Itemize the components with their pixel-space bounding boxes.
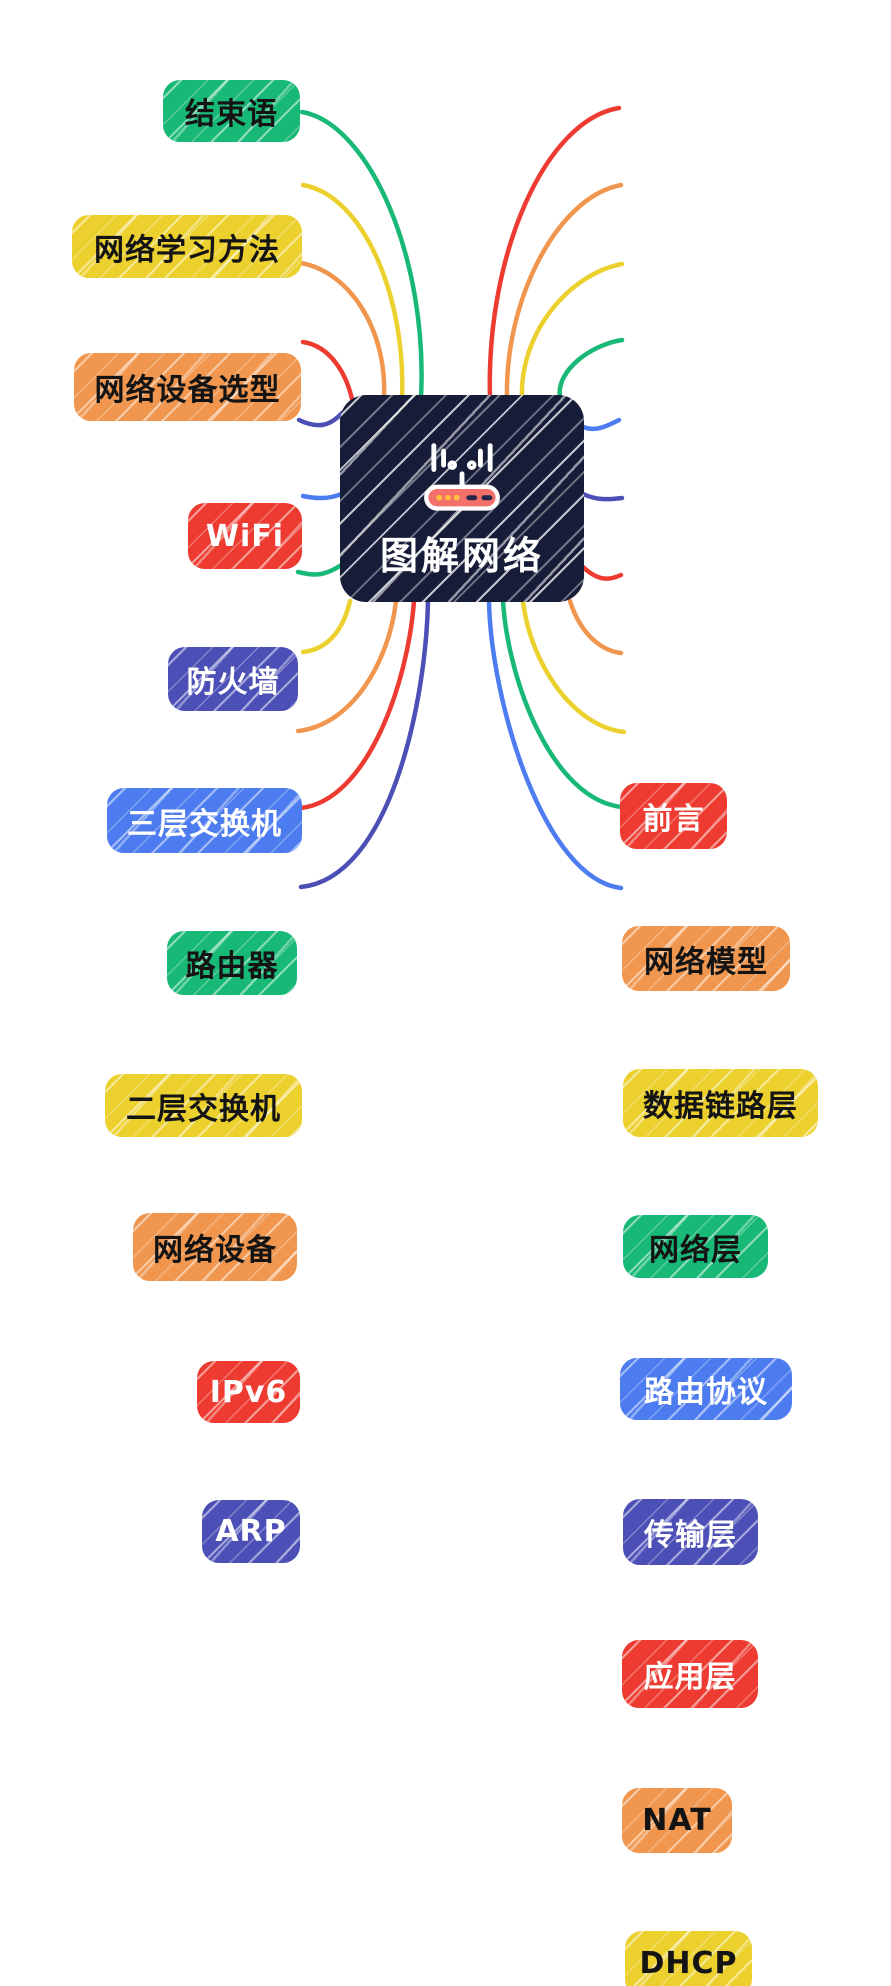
connector-nat xyxy=(567,598,624,656)
topic-node-device-selection[interactable]: 网络设备选型 xyxy=(74,353,301,421)
topic-label-router: 路由器 xyxy=(185,949,279,984)
topic-node-firewall[interactable]: 防火墙 xyxy=(168,647,298,711)
topic-label-preface: 前言 xyxy=(642,802,705,837)
mindmap-stage: 图解网络 结束语网络学习方法网络设备选型 WiFi 防火墙三层交换机路由器二层交换机… xyxy=(72,80,818,1986)
topic-label-l3-switch: 三层交换机 xyxy=(127,806,282,842)
topic-node-network-model[interactable]: 网络模型 xyxy=(622,926,790,991)
connector-preface xyxy=(487,105,622,400)
connector-network-model xyxy=(504,182,624,400)
topic-label-transport-layer: 传输层 xyxy=(644,1518,737,1553)
topic-label-network-layer: 网络层 xyxy=(649,1232,742,1268)
connector-datalink-layer xyxy=(519,261,625,400)
topic-node-routing-protocol[interactable]: 路由协议 xyxy=(620,1358,792,1420)
topic-label-dhcp: DHCP xyxy=(639,1946,738,1981)
router-ports xyxy=(466,495,493,501)
connector-layer xyxy=(295,105,627,891)
connector-application-layer xyxy=(580,564,624,581)
connector-wifi xyxy=(300,339,355,402)
connector-network-device xyxy=(295,598,399,734)
connector-l2-switch xyxy=(300,598,353,655)
topic-label-device-selection: 网络设备选型 xyxy=(94,373,281,408)
topic-label-firewall: 防火墙 xyxy=(186,665,280,700)
topic-node-wifi[interactable]: WiFi xyxy=(188,503,302,569)
topic-label-network-model: 网络模型 xyxy=(644,944,768,980)
connector-device-selection xyxy=(298,260,387,400)
central-topic-label: 图解网络 xyxy=(379,534,544,578)
topic-node-learning-method[interactable]: 网络学习方法 xyxy=(72,215,302,278)
connector-dhcp xyxy=(520,598,627,735)
router-body xyxy=(424,484,500,511)
topic-node-dhcp[interactable]: DHCP xyxy=(625,1931,752,1986)
connector-ipv6 xyxy=(298,598,417,811)
topic-label-l2-switch: 二层交换机 xyxy=(126,1091,281,1127)
topic-label-closing: 结束语 xyxy=(185,97,278,132)
connector-router xyxy=(295,561,346,577)
topic-label-arp: ARP xyxy=(215,1514,287,1549)
topic-label-application-layer: 应用层 xyxy=(643,1660,737,1695)
signal-bars xyxy=(431,443,493,492)
topic-node-ipv6[interactable]: IPv6 xyxy=(197,1361,300,1423)
connector-transport-layer xyxy=(580,491,625,502)
topic-node-closing[interactable]: 结束语 xyxy=(163,80,300,142)
topic-label-routing-protocol: 路由协议 xyxy=(644,1375,768,1410)
connector-routing-protocol xyxy=(580,417,622,432)
connector-firewall xyxy=(296,410,345,428)
connector-l3-switch xyxy=(300,491,344,501)
topic-node-preface[interactable]: 前言 xyxy=(620,783,727,849)
connector-dns xyxy=(486,598,624,891)
topic-label-learning-method: 网络学习方法 xyxy=(94,232,280,268)
connector-arp xyxy=(298,598,431,890)
connector-closing xyxy=(299,109,424,400)
topic-node-transport-layer[interactable]: 传输层 xyxy=(623,1499,758,1565)
connector-icmp xyxy=(500,598,625,810)
topic-node-router[interactable]: 路由器 xyxy=(167,931,297,995)
connector-network-layer xyxy=(557,337,625,400)
topic-node-network-layer[interactable]: 网络层 xyxy=(623,1215,768,1278)
topic-node-l3-switch[interactable]: 三层交换机 xyxy=(107,788,302,853)
topic-node-application-layer[interactable]: 应用层 xyxy=(622,1640,758,1708)
connector-learning-method xyxy=(300,182,405,400)
topic-node-arp[interactable]: ARP xyxy=(202,1500,300,1563)
topic-node-network-device[interactable]: 网络设备 xyxy=(133,1213,297,1281)
topic-label-wifi: WiFi xyxy=(205,518,285,554)
topic-label-ipv6: IPv6 xyxy=(209,1374,288,1410)
topic-node-datalink-layer[interactable]: 数据链路层 xyxy=(623,1069,818,1137)
wifi-router-icon xyxy=(424,443,500,511)
topic-label-nat: NAT xyxy=(642,1803,712,1838)
topic-node-l2-switch[interactable]: 二层交换机 xyxy=(105,1074,302,1137)
topic-label-datalink-layer: 数据链路层 xyxy=(643,1089,798,1124)
topic-node-nat[interactable]: NAT xyxy=(622,1788,732,1853)
topic-label-network-device: 网络设备 xyxy=(153,1233,277,1268)
router-leds xyxy=(436,494,460,501)
central-topic[interactable]: 图解网络 xyxy=(340,395,584,602)
